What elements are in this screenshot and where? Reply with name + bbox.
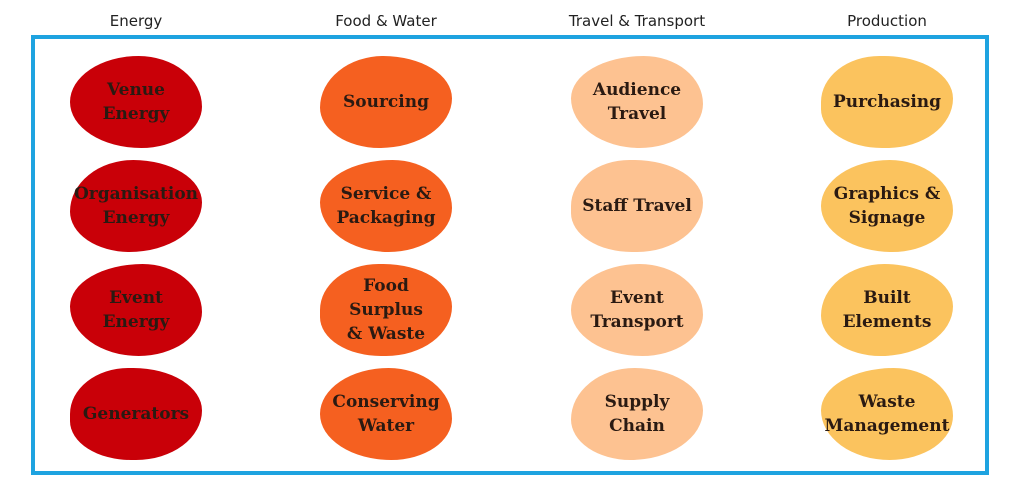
blob-waste-management: Waste Management [821, 368, 953, 460]
blob-graphics-signage: Graphics & Signage [821, 160, 953, 252]
blob-event-energy: Event Energy [70, 264, 202, 356]
blob-organisation-energy: Organisation Energy [70, 160, 202, 252]
blob-built-elements: Built Elements [821, 264, 953, 356]
column-header-energy: Energy [109, 12, 163, 30]
diagram-frame [31, 35, 989, 475]
blob-staff-travel: Staff Travel [571, 160, 703, 252]
column-header-production: Production [847, 12, 927, 30]
blob-food-surplus-waste: Food Surplus & Waste [320, 264, 452, 356]
blob-supply-chain: Supply Chain [571, 368, 703, 460]
blob-generators: Generators [70, 368, 202, 460]
blob-purchasing: Purchasing [821, 56, 953, 148]
column-header-travel-transport: Travel & Transport [568, 12, 706, 30]
blob-sourcing: Sourcing [320, 56, 452, 148]
blob-audience-travel: Audience Travel [571, 56, 703, 148]
blob-venue-energy: Venue Energy [70, 56, 202, 148]
blob-event-transport: Event Transport [571, 264, 703, 356]
blob-service-packaging: Service & Packaging [320, 160, 452, 252]
column-header-food-water: Food & Water [335, 12, 437, 30]
blob-conserving-water: Conserving Water [320, 368, 452, 460]
